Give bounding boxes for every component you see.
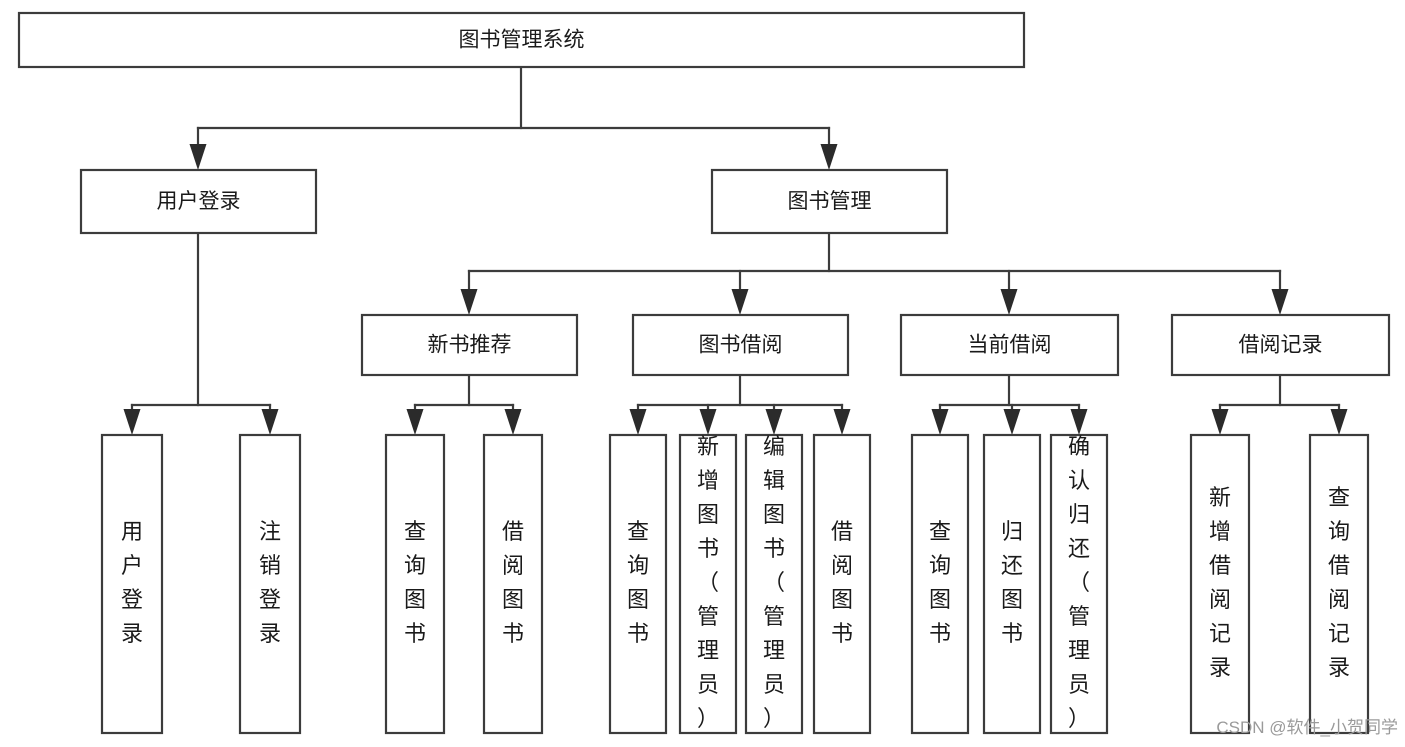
node-layer: 图书管理系统用户登录图书管理新书推荐图书借阅当前借阅借阅记录用户登录注销登录查询… [17, 11, 1391, 735]
arrow-head-icon [1271, 289, 1289, 315]
connector-group-current-borrow [931, 373, 1088, 435]
node-box-leaf-query-record[interactable] [1308, 433, 1370, 735]
node-label-leaf-query-record: 查询借阅记录 [1328, 485, 1350, 680]
node-label-leaf-user-logout: 注销登录 [259, 519, 281, 646]
arrow-head-icon [820, 144, 838, 170]
arrow-head-icon [1000, 289, 1018, 315]
node-leaf-user-logout[interactable]: 注销登录 [238, 433, 302, 735]
node-label-leaf-user-login: 用户登录 [121, 519, 143, 646]
arrow-head-icon [123, 409, 141, 435]
node-label-leaf-confirm-return: 确认归还（管理员） [1068, 434, 1090, 731]
connector-group-user-login [123, 231, 279, 435]
node-current-borrow[interactable]: 当前借阅 [899, 313, 1120, 377]
connector-group-root [189, 65, 838, 170]
node-leaf-query-book-1[interactable]: 查询图书 [384, 433, 446, 735]
arrow-head-icon [731, 289, 749, 315]
connector-layer [123, 65, 1348, 435]
node-label-new-book-rec: 新书推荐 [428, 334, 512, 357]
node-label-book-borrow: 图书借阅 [699, 334, 783, 357]
node-box-leaf-add-record[interactable] [1189, 433, 1251, 735]
arrow-head-icon [699, 409, 717, 435]
watermark-label: CSDN @软件_小贺同学 [1216, 718, 1398, 737]
node-box-root[interactable] [17, 11, 1026, 69]
node-leaf-borrow-book-2[interactable]: 借阅图书 [812, 433, 872, 735]
node-label-leaf-add-record: 新增借阅记录 [1209, 485, 1231, 680]
node-label-leaf-return-book: 归还图书 [1001, 519, 1023, 646]
node-box-leaf-confirm-return[interactable] [1049, 433, 1109, 735]
node-box-current-borrow[interactable] [899, 313, 1120, 377]
node-label-leaf-edit-book: 编辑图书（管理员） [763, 434, 785, 731]
node-leaf-query-book-2[interactable]: 查询图书 [608, 433, 668, 735]
node-book-manage[interactable]: 图书管理 [710, 168, 949, 235]
node-label-current-borrow: 当前借阅 [968, 334, 1052, 357]
node-box-leaf-query-book-3[interactable] [910, 433, 970, 735]
node-label-borrow-record: 借阅记录 [1239, 334, 1323, 357]
arrow-head-icon [1211, 409, 1229, 435]
node-book-borrow[interactable]: 图书借阅 [631, 313, 850, 377]
node-box-leaf-user-login[interactable] [100, 433, 164, 735]
node-box-leaf-add-book[interactable] [678, 433, 738, 735]
node-leaf-return-book[interactable]: 归还图书 [982, 433, 1042, 735]
node-label-leaf-add-book: 新增图书（管理员） [697, 434, 719, 731]
node-leaf-query-book-3[interactable]: 查询图书 [910, 433, 970, 735]
node-box-user-login[interactable] [79, 168, 318, 235]
node-box-leaf-user-logout[interactable] [238, 433, 302, 735]
node-box-book-manage[interactable] [710, 168, 949, 235]
arrow-head-icon [189, 144, 207, 170]
node-leaf-edit-book[interactable]: 编辑图书（管理员） [744, 433, 804, 735]
connector-group-new-book-rec [406, 373, 522, 435]
node-label-leaf-query-book-1: 查询图书 [404, 519, 426, 646]
arrow-head-icon [504, 409, 522, 435]
node-label-leaf-borrow-book-1: 借阅图书 [502, 519, 524, 646]
node-leaf-add-record[interactable]: 新增借阅记录 [1189, 433, 1251, 735]
node-box-leaf-query-book-2[interactable] [608, 433, 668, 735]
node-box-new-book-rec[interactable] [360, 313, 579, 377]
node-leaf-user-login[interactable]: 用户登录 [100, 433, 164, 735]
node-borrow-record[interactable]: 借阅记录 [1170, 313, 1391, 377]
node-leaf-confirm-return[interactable]: 确认归还（管理员） [1049, 433, 1109, 735]
node-root[interactable]: 图书管理系统 [17, 11, 1026, 69]
arrow-head-icon [406, 409, 424, 435]
node-box-leaf-edit-book[interactable] [744, 433, 804, 735]
node-box-borrow-record[interactable] [1170, 313, 1391, 377]
arrow-head-icon [1330, 409, 1348, 435]
node-box-leaf-borrow-book-1[interactable] [482, 433, 544, 735]
arrow-head-icon [460, 289, 478, 315]
node-box-leaf-query-book-1[interactable] [384, 433, 446, 735]
node-label-leaf-query-book-2: 查询图书 [627, 519, 649, 646]
connector-group-book-manage [460, 231, 1289, 315]
arrow-head-icon [261, 409, 279, 435]
node-box-leaf-borrow-book-2[interactable] [812, 433, 872, 735]
node-label-root: 图书管理系统 [459, 29, 585, 52]
node-label-book-manage: 图书管理 [788, 190, 872, 213]
arrow-head-icon [931, 409, 949, 435]
node-leaf-query-record[interactable]: 查询借阅记录 [1308, 433, 1370, 735]
node-leaf-borrow-book-1[interactable]: 借阅图书 [482, 433, 544, 735]
connector-group-book-borrow [629, 373, 851, 435]
node-new-book-rec[interactable]: 新书推荐 [360, 313, 579, 377]
node-leaf-add-book[interactable]: 新增图书（管理员） [678, 433, 738, 735]
node-box-book-borrow[interactable] [631, 313, 850, 377]
arrow-head-icon [1070, 409, 1088, 435]
node-box-leaf-return-book[interactable] [982, 433, 1042, 735]
node-label-leaf-borrow-book-2: 借阅图书 [831, 519, 853, 646]
arrow-head-icon [629, 409, 647, 435]
node-user-login[interactable]: 用户登录 [79, 168, 318, 235]
arrow-head-icon [1003, 409, 1021, 435]
node-label-leaf-query-book-3: 查询图书 [929, 519, 951, 646]
node-label-user-login: 用户登录 [157, 190, 241, 213]
connector-group-borrow-record [1211, 373, 1348, 435]
arrow-head-icon [765, 409, 783, 435]
arrow-head-icon [833, 409, 851, 435]
